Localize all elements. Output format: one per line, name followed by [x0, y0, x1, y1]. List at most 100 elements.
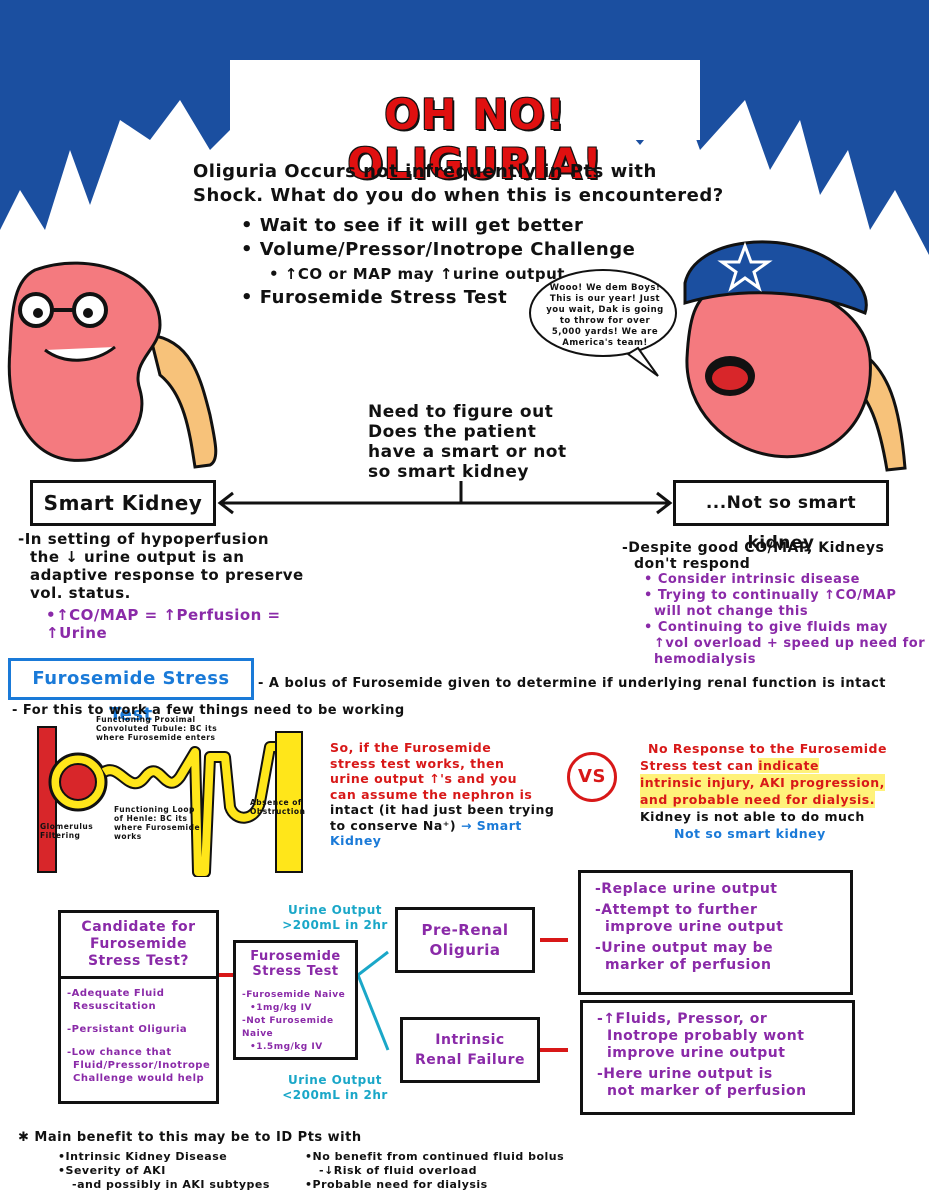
- label-line: where Furosemide enters: [96, 733, 216, 742]
- label-line: Absence of: [250, 798, 302, 807]
- label-line: works: [114, 832, 142, 841]
- label-line: Urine Output: [288, 1073, 382, 1087]
- item-line: •1.5mg/kg IV: [250, 1042, 323, 1052]
- works-text: So, if the Furosemide stress test works,…: [330, 740, 570, 849]
- fails-highlight: intrinsic injury, AKI progression,: [640, 774, 885, 791]
- smart-kidney-label: Smart Kidney: [30, 480, 216, 526]
- desc-line: adaptive response to preserve: [30, 566, 304, 584]
- label-line: >200mL in 2hr: [282, 918, 388, 932]
- fan-kidney-illustration: [683, 240, 907, 472]
- vs-circle: VS: [567, 752, 617, 802]
- bullet: • Continuing to give fluids may: [644, 620, 888, 635]
- intro-bullets: • Wait to see if it will get better • Vo…: [241, 214, 753, 310]
- benefit-left: •Intrinsic Kidney Disease •Severity of A…: [58, 1150, 298, 1192]
- item-line: Challenge would help: [73, 1073, 205, 1084]
- candidate-items: -Adequate Fluid Resuscitation -Persistan…: [61, 979, 216, 1093]
- benefit-line: •No benefit from continued fluid bolus: [305, 1150, 565, 1163]
- label-line: Functioning Loop: [114, 805, 195, 814]
- item-line: -↑Fluids, Pressor, or: [597, 1011, 768, 1027]
- benefit-line: •Severity of AKI: [58, 1164, 166, 1177]
- label-line: Obstruction: [250, 807, 306, 816]
- bullet: ↑vol overload + speed up need for: [654, 636, 926, 651]
- nephron-label-loop: Functioning Loop of Henle: BC its where …: [114, 805, 204, 841]
- fails-not-smart-label: Not so smart kidney: [674, 826, 826, 841]
- question-line: have a smart or not: [368, 442, 567, 462]
- item-line: marker of perfusion: [605, 957, 772, 973]
- center-question: Need to figure out Does the patient have…: [368, 402, 578, 482]
- urine-output-high: Urine Output >200mL in 2hr: [275, 903, 395, 933]
- bullet: • Consider intrinsic disease: [644, 572, 860, 587]
- page-title: OH NO! OLIGURIA!: [347, 90, 603, 188]
- benefit-right: •No benefit from continued fluid bolus -…: [305, 1150, 625, 1192]
- desc-line: -Despite good CO/MAP, Kidneys: [622, 540, 885, 556]
- item-line: -Persistant Oliguria: [67, 1024, 188, 1035]
- item-line: Resuscitation: [73, 1001, 157, 1012]
- nephron-label-glomerulus: Glomerulus Filtering: [40, 822, 120, 840]
- candidate-box: Candidate for Furosemide Stress Test? -A…: [58, 910, 219, 1104]
- intro-bullet: • ↑CO or MAP may ↑urine output: [269, 265, 565, 283]
- nephron-label-obstruction: Absence of Obstruction: [250, 798, 320, 816]
- bullet: will not change this: [654, 604, 809, 619]
- intro-bullet: • Volume/Pressor/Inotrope Challenge: [241, 239, 636, 260]
- label-line: <200mL in 2hr: [282, 1088, 388, 1102]
- item-line: -Furosemide Naive: [242, 990, 346, 1000]
- fails-line: Kidney is not able to do much: [640, 809, 865, 824]
- works-line: can assume the nephron is: [330, 786, 533, 802]
- nephron-diagram: [37, 726, 303, 877]
- label-line: of Henle: BC its: [114, 814, 188, 823]
- item-line: -Not Furosemide Naive: [242, 1016, 334, 1039]
- urine-output-low: Urine Output <200mL in 2hr: [275, 1073, 395, 1103]
- label-line: Oliguria: [429, 941, 501, 959]
- works-line: to conserve Na⁺): [330, 817, 457, 833]
- benefit-line: -↓Risk of fluid overload: [319, 1164, 477, 1177]
- fails-line: can: [727, 758, 754, 773]
- smart-vs-not-arrow: [217, 481, 673, 515]
- question-line: so smart kidney: [368, 462, 529, 482]
- item-line: Inotrope probably wont: [607, 1028, 805, 1044]
- fails-highlight: and probable need for dialysis.: [640, 791, 875, 808]
- item-line: •1mg/kg IV: [250, 1003, 312, 1013]
- bullet: hemodialysis: [654, 652, 756, 667]
- fails-text: No Response to the Furosemide Stress tes…: [640, 740, 929, 842]
- nephron-label-proximal: Functioning Proximal Convoluted Tubule: …: [96, 715, 236, 742]
- smart-kidney-formula: •↑CO/MAP = ↑Perfusion = ↑Urine: [46, 606, 281, 642]
- item-line: -Low chance that: [67, 1047, 172, 1058]
- question-line: Need to figure out: [368, 402, 554, 422]
- intro-line-1: Oliguria Occurs not infrequently in Pts …: [193, 161, 657, 182]
- works-line: stress test works, then: [330, 755, 505, 771]
- label-line: Filtering: [40, 831, 81, 840]
- item-line: Fluid/Pressor/Inotrope: [73, 1060, 211, 1071]
- not-smart-kidney-label: ...Not so smart kidney: [673, 480, 889, 553]
- label-line: Functioning Proximal: [96, 715, 196, 724]
- speech-bubble-shape: [529, 269, 677, 377]
- label-line: Convoluted Tubule: BC its: [96, 724, 218, 733]
- desc-line: the ↓ urine output is an: [30, 548, 245, 566]
- desc-line: don't respond: [634, 556, 751, 572]
- prerenal-box: Pre-Renal Oliguria: [395, 907, 535, 973]
- fst-need: - For this to work a few things need to …: [12, 703, 405, 718]
- works-line: urine output ↑'s and you: [330, 771, 518, 786]
- label-line: Intrinsic: [435, 1032, 505, 1048]
- not-smart-kidney-desc: -Despite good CO/MAP, Kidneys don't resp…: [622, 540, 927, 668]
- label-line: Glomerulus: [40, 822, 94, 831]
- desc-line: vol. status.: [30, 584, 131, 602]
- intro-line-2: Shock. What do you do when this is encou…: [193, 185, 724, 206]
- not-smart-bullets: • Consider intrinsic disease • Trying to…: [644, 572, 927, 668]
- item-line: improve urine output: [605, 919, 784, 935]
- label-line: Renal Failure: [414, 1052, 526, 1068]
- title-line: Furosemide: [250, 949, 341, 964]
- intro-bullet: • Furosemide Stress Test: [241, 287, 508, 308]
- item-line: -Replace urine output: [595, 881, 778, 897]
- title-line: Stress Test?: [87, 953, 190, 969]
- label-line: Urine Output: [288, 903, 382, 917]
- item-line: improve urine output: [607, 1045, 786, 1061]
- label-line: where Furosemide: [114, 823, 201, 832]
- item-line: -Urine output may be: [595, 940, 774, 956]
- fst-box-items: -Furosemide Naive •1mg/kg IV -Not Furose…: [242, 989, 349, 1054]
- question-line: Does the patient: [368, 422, 537, 442]
- benefit-line: -and possibly in AKI subtypes: [72, 1178, 270, 1191]
- bullet: • Trying to continually ↑CO/MAP: [644, 588, 897, 603]
- item-line: not marker of perfusion: [607, 1083, 807, 1099]
- label-line: Pre-Renal: [421, 921, 509, 939]
- fst-desc: - A bolus of Furosemide given to determi…: [258, 676, 887, 691]
